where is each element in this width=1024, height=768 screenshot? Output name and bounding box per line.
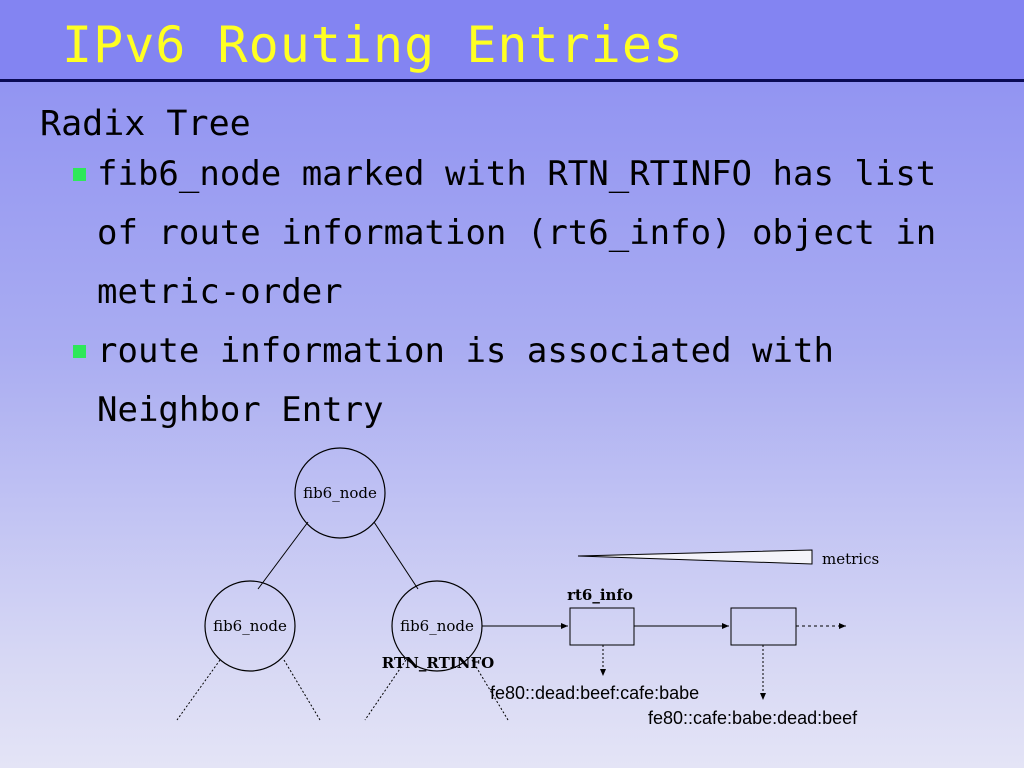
bullet-2-line-2: Neighbor Entry: [97, 390, 384, 430]
metrics-label: metrics: [822, 550, 879, 568]
rt6-info-box-1: [569, 607, 635, 646]
edge-root-right: [373, 521, 419, 590]
title-divider: [0, 79, 1024, 82]
rt6-info-label: rt6_info: [567, 586, 633, 604]
edge-left-subtree-b: [283, 659, 321, 721]
left-node-label: fib6_node: [213, 617, 287, 635]
rtinfo-tag: RTN_RTINFO: [382, 654, 494, 672]
right-node-label: fib6_node: [400, 617, 474, 635]
bullet-2: route information is associated with Nei…: [97, 322, 957, 440]
bullet-marker-2: [73, 345, 86, 358]
section-heading: Radix Tree: [40, 104, 251, 144]
title-bar: IPv6 Routing Entries: [0, 0, 1024, 80]
root-node-label: fib6_node: [303, 484, 377, 502]
root-node: [294, 447, 386, 539]
bullet-2-line-1: route information is associated with: [97, 331, 834, 371]
bullet-1: fib6_node marked with RTN_RTINFO has lis…: [97, 145, 957, 322]
bullet-1-line-2: of route information (rt6_info) object i…: [97, 213, 937, 253]
bullet-marker-1: [73, 168, 86, 181]
rt6-info-box-2: [730, 607, 797, 646]
edge-right-subtree-a: [364, 659, 407, 721]
metrics-wedge: [577, 549, 813, 565]
slide-title: IPv6 Routing Entries: [62, 16, 685, 74]
left-node: [204, 580, 296, 672]
neighbor-address-1: fe80::dead:beef:cafe:babe: [490, 683, 699, 703]
bullet-1-line-3: metric-order: [97, 272, 343, 312]
edge-left-subtree-a: [176, 659, 221, 721]
bullet-1-line-1: fib6_node marked with RTN_RTINFO has lis…: [97, 154, 937, 194]
neighbor-address-2: fe80::cafe:babe:dead:beef: [648, 708, 858, 728]
edge-root-left: [257, 521, 309, 590]
